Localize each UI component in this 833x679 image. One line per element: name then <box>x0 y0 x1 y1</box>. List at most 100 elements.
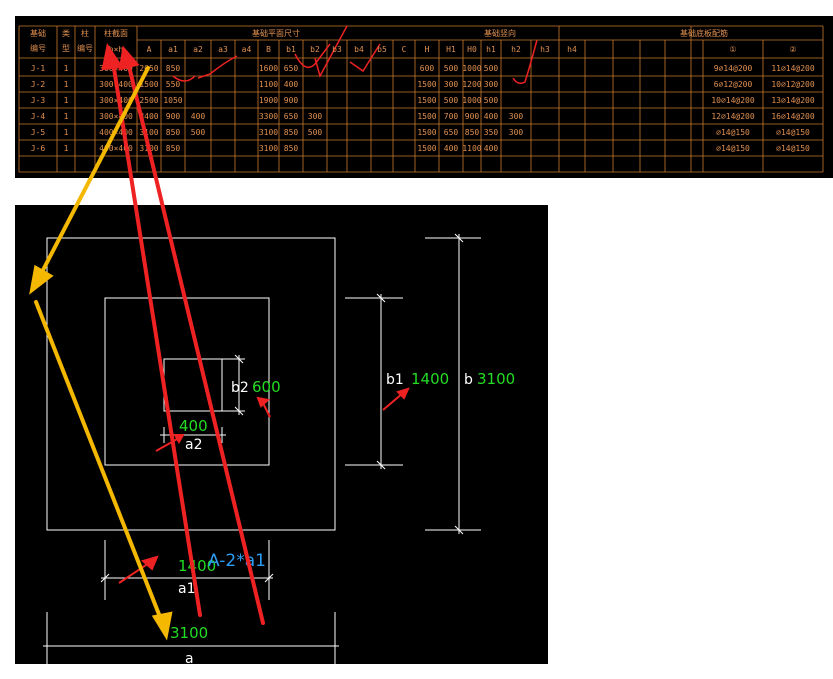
red-pointer-a1 <box>118 562 150 584</box>
cell-r2-c1: J-2 <box>31 80 46 89</box>
check-mark-b1 <box>314 25 348 78</box>
cell-r3-rebar1: 10⌀14@200 <box>711 96 755 105</box>
cell-r4-c17: 1500 <box>417 112 436 121</box>
check-mark-h <box>512 39 538 85</box>
subheader-rebar-1: ① <box>729 45 736 54</box>
cell-r6-c5: 3100 <box>139 144 158 153</box>
a2-label: a2 <box>185 437 203 453</box>
header-foundation-no-2: 编号 <box>30 43 46 53</box>
subheader-a3: a3 <box>218 45 228 54</box>
cell-r1-rebar2: 11⌀14@200 <box>771 64 815 73</box>
b1-label: b1 <box>386 372 404 388</box>
cell-r6-c6: 850 <box>166 144 181 153</box>
red-pointer-a1-head <box>140 555 159 571</box>
subheader-b3: b3 <box>332 45 342 54</box>
cell-r6-c4: 400×400 <box>99 144 133 153</box>
cell-r4-c20: 400 <box>484 112 499 121</box>
cell-r2-c5: 1500 <box>139 80 158 89</box>
cell-r1-c10: 1600 <box>259 64 278 73</box>
cell-r6-c18: 400 <box>444 144 459 153</box>
subheader-h4: h4 <box>567 45 577 54</box>
cad-drawing: b2 600 400 a2 b1 1400 b 3100 1400 A-2*a1… <box>15 205 548 664</box>
cell-r2-c10: 1100 <box>259 80 278 89</box>
cell-r4-c10: 3300 <box>259 112 278 121</box>
cell-r5-c1: J-5 <box>31 128 46 137</box>
cell-r2-c2: 1 <box>64 80 69 89</box>
b2-value: 600 <box>252 378 281 396</box>
a2-value: 400 <box>179 417 208 435</box>
foundation-plan-svg: b2 600 400 a2 b1 1400 b 3100 1400 A-2*a1… <box>43 233 515 664</box>
cell-r5-c5: 3100 <box>139 128 158 137</box>
cell-r1-c18: 500 <box>444 64 459 73</box>
cell-r4-c7: 400 <box>191 112 206 121</box>
check-mark-b2 <box>349 43 381 73</box>
cell-r3-rebar2: 13⌀14@200 <box>771 96 815 105</box>
cell-r2-c17: 1500 <box>417 80 436 89</box>
subheader-h2: h2 <box>511 45 521 54</box>
red-pointer-b2-head <box>256 396 271 408</box>
cell-r5-c10: 3100 <box>259 128 278 137</box>
formula-label: A-2*a1 <box>208 551 266 571</box>
cell-r3-c5: 2500 <box>139 96 158 105</box>
cell-r5-c18: 650 <box>444 128 459 137</box>
cell-r5-c20: 350 <box>484 128 499 137</box>
cell-r3-c1: J-3 <box>31 96 46 105</box>
header-column-no-1: 柱 <box>81 28 89 38</box>
cell-r1-c11: 650 <box>284 64 299 73</box>
header-type-2: 型 <box>62 44 70 53</box>
header-rebar: 基础底板配筋 <box>680 28 728 38</box>
cell-r4-c11: 650 <box>284 112 299 121</box>
cell-r5-c6: 850 <box>166 128 181 137</box>
cell-r6-rebar2: ⌀14@150 <box>776 144 810 153</box>
red-pointer-a2-head <box>173 434 185 445</box>
cell-r1-c6: 850 <box>166 64 181 73</box>
cell-r6-c1: J-6 <box>31 144 46 153</box>
cell-r1-c4: 300×400 <box>99 64 133 73</box>
subheader-b1: b1 <box>286 45 296 54</box>
cell-r4-c4: 300×400 <box>99 112 133 121</box>
cell-r3-c11: 900 <box>284 96 299 105</box>
cell-r4-c1: J-4 <box>31 112 46 121</box>
cell-r3-c17: 1500 <box>417 96 436 105</box>
b1-value: 1400 <box>411 370 449 388</box>
cell-r4-c12: 300 <box>308 112 323 121</box>
cell-r4-c5: 3400 <box>139 112 158 121</box>
column-outline <box>163 358 223 412</box>
cell-r5-c21: 300 <box>509 128 524 137</box>
cell-r6-c19: 1100 <box>462 144 481 153</box>
header-column-section-sub: b×h <box>109 45 124 54</box>
cell-r5-rebar2: ⌀14@150 <box>776 128 810 137</box>
cell-r2-c19: 1200 <box>462 80 481 89</box>
cell-r5-c17: 1500 <box>417 128 436 137</box>
cell-r3-c19: 1000 <box>462 96 481 105</box>
cell-r5-c4: 400×400 <box>99 128 133 137</box>
cell-r5-c12: 500 <box>308 128 323 137</box>
cell-r6-c17: 1500 <box>417 144 436 153</box>
cell-r3-c2: 1 <box>64 96 69 105</box>
cell-r3-c18: 500 <box>444 96 459 105</box>
cell-r3-c4: 300×400 <box>99 96 133 105</box>
cell-r3-c20: 500 <box>484 96 499 105</box>
cell-r3-c10: 1900 <box>259 96 278 105</box>
cell-r6-c2: 1 <box>64 144 69 153</box>
cell-r4-c19: 900 <box>465 112 480 121</box>
subheader-b2: b2 <box>310 45 320 54</box>
red-pointer-b1-head <box>396 387 410 400</box>
header-elevation: 基础竖向 <box>484 28 516 38</box>
a-label: a <box>185 651 194 664</box>
red-pointer-b1 <box>382 392 404 411</box>
cell-r1-c2: 1 <box>64 64 69 73</box>
outer-footing-outline <box>46 237 336 531</box>
subheader-h0: H0 <box>467 45 477 54</box>
subheader-rebar-2: ② <box>789 45 796 54</box>
cell-r2-c6: 550 <box>166 80 181 89</box>
a1-label: a1 <box>178 581 196 597</box>
subheader-a4: a4 <box>242 45 252 54</box>
cell-r1-c17: 600 <box>420 64 435 73</box>
subheader-h: H <box>425 45 430 54</box>
subheader-h3: h3 <box>540 45 550 54</box>
subheader-b5: b5 <box>377 45 387 54</box>
cell-r6-c11: 850 <box>284 144 299 153</box>
cell-r1-c1: J-1 <box>31 64 46 73</box>
